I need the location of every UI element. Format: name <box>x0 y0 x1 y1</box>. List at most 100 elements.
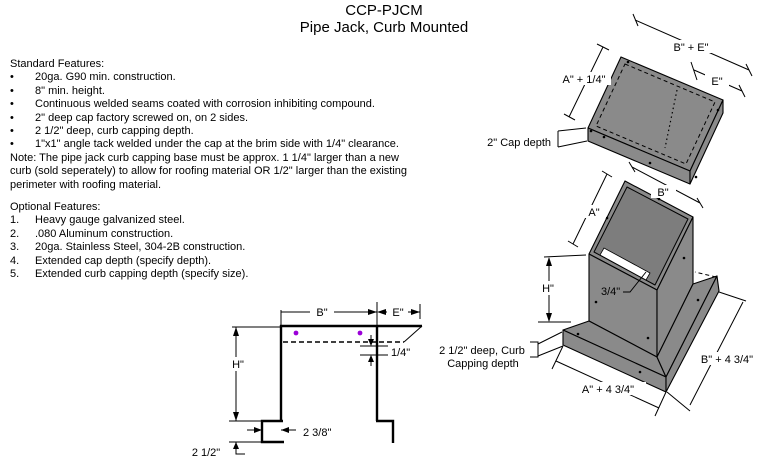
rivet-dot <box>594 300 598 304</box>
feature-text: 20ga. Stainless Steel, 304-2B constructi… <box>35 241 246 254</box>
dim-three-quarter: 3/4" <box>601 271 647 298</box>
feature-text: Extended curb capping depth (specify siz… <box>35 268 249 281</box>
rivet-dot <box>682 256 686 260</box>
section-drawing: B" E" H" <box>192 302 423 459</box>
dim-cap-e: E" <box>690 61 746 98</box>
standard-feature-item: • 2 1/2" deep, curb capping depth. <box>10 125 440 138</box>
dim-a-plus: A" + 4 3/4" <box>551 345 667 417</box>
capping-depth-label-line1: 2 1/2" deep, Curb <box>439 345 525 357</box>
page-subtitle: Pipe Jack, Curb Mounted <box>299 19 469 36</box>
cap-drawing: B" + E" A" + 1/4" E" 2" Cap depth <box>487 13 753 185</box>
rivet-dot <box>626 60 630 64</box>
optional-features-heading: Optional Features: <box>10 201 101 214</box>
item-number: 1. <box>10 214 20 227</box>
rivet-dot <box>589 129 593 133</box>
bullet-glyph: • <box>10 125 14 138</box>
optional-feature-item: 5. Extended curb capping depth (specify s… <box>10 268 440 281</box>
section-brim-diagonal <box>403 325 423 343</box>
base-hidden-edge-dashed <box>694 271 717 278</box>
standard-feature-item: • 2" deep cap factory screwed on, on 2 si… <box>10 112 440 125</box>
feature-text: .080 Aluminum construction. <box>35 227 174 240</box>
page-title: CCP-PJCM <box>345 2 423 19</box>
standard-feature-item: •1"x1" angle tack welded under the cap a… <box>10 138 440 151</box>
rivet-dot <box>605 216 609 220</box>
dim-label-quarter: 1/4" <box>391 347 410 359</box>
dim-label-b: B" <box>316 307 327 319</box>
rivet-dot <box>646 336 650 340</box>
dim-label-a-plus-quarter: A" + 1/4" <box>563 74 606 86</box>
dim-label-h: H" <box>232 359 244 371</box>
item-number: 5. <box>10 268 20 281</box>
bullet-glyph: • <box>10 138 14 151</box>
note-text: Note: The pipe jack curb capping base mu… <box>10 151 408 191</box>
rivet-dot <box>648 161 652 165</box>
standard-features-heading: Standard Features: <box>10 58 105 70</box>
dim-e: E" <box>377 304 421 319</box>
feature-text: Extended cap depth (specify depth). <box>35 254 212 267</box>
optional-features-list: 1. Heavy gauge galvanized steel. 2. .080 A… <box>10 214 440 281</box>
cap-hem-dashed <box>595 63 716 165</box>
dim-label-cap-e: E" <box>711 76 722 88</box>
standard-features-list: • 20ga. G90 min. construction. • 8" min. h… <box>10 71 440 151</box>
dim-b-plus-e: B" + E" <box>632 13 753 77</box>
dim-label-base-h: H" <box>542 283 554 295</box>
standard-feature-item: • 20ga. G90 min. construction. <box>10 71 440 84</box>
base-drawing: B" A" H" 3/4" <box>439 161 766 417</box>
bullet-glyph: • <box>10 84 14 97</box>
cap-depth-label: 2" Cap depth <box>487 137 551 149</box>
section-right-capping-profile <box>376 419 395 443</box>
bullet-glyph: • <box>10 71 14 84</box>
dim-base-h: H" <box>535 254 587 323</box>
base-capping-depth-note: 2 1/2" deep, Curb Capping depth <box>439 331 564 370</box>
dim-label-capping-width: 2 3/8" <box>303 427 331 439</box>
dim-h: H" <box>225 326 280 421</box>
optional-feature-item: 3. 20ga. Stainless Steel, 304-2B construc… <box>10 241 440 254</box>
item-number: 4. <box>10 254 20 267</box>
feature-text: 20ga. G90 min. construction. <box>35 71 176 84</box>
dim-quarter: 1/4" <box>360 335 410 366</box>
cap-seam-dotted <box>664 89 678 149</box>
rivet-dot <box>576 332 580 336</box>
feature-text: Heavy gauge galvanized steel. <box>35 214 185 227</box>
bullet-glyph: • <box>10 98 14 111</box>
dim-label-b-plus: B" + 4 3/4" <box>701 354 753 366</box>
rivet-dot <box>716 108 720 112</box>
rivet-dot <box>694 175 698 179</box>
dim-label-base-b: B" <box>657 187 668 199</box>
standard-feature-item: • 8" min. height. <box>10 85 440 98</box>
cap-depth-note: 2" Cap depth <box>487 127 588 149</box>
bullet-glyph: • <box>10 111 14 124</box>
capping-depth-label-line2: Capping depth <box>447 358 519 370</box>
item-number: 3. <box>10 241 20 254</box>
base-inner-hem-strip <box>599 247 651 281</box>
rivet-dot <box>657 197 661 201</box>
title-block: CCP-PJCM Pipe Jack, Curb Mounted <box>0 2 768 36</box>
screw-dot <box>357 330 363 336</box>
dim-capping-width: 2 3/8" <box>229 420 331 443</box>
dim-b: B" <box>280 302 378 326</box>
rivet-dot <box>638 370 642 374</box>
feature-text: 2" deep cap factory screwed on, on 2 sid… <box>35 111 249 124</box>
cap-right-flange <box>689 99 724 185</box>
features-panel: Standard Features: • 20ga. G90 min. const… <box>10 58 440 282</box>
feature-text: Continuous welded seams coated with corr… <box>35 98 375 111</box>
optional-feature-item: 4. Extended cap depth (specify depth). <box>10 255 440 268</box>
rivet-dot <box>696 298 700 302</box>
rivet-dot <box>602 135 606 139</box>
optional-feature-item: 2. .080 Aluminum construction. <box>10 228 440 241</box>
dim-a-plus-quarter: A" + 1/4" <box>557 43 611 121</box>
screw-dot <box>293 330 299 336</box>
feature-text: 8" min. height. <box>35 84 105 97</box>
dim-label-a-plus: A" + 4 3/4" <box>582 384 634 396</box>
section-left-capping-profile <box>260 419 284 444</box>
dim-base-a: A" <box>567 170 613 248</box>
item-number: 2. <box>10 227 20 240</box>
dim-label-e: E" <box>392 307 403 319</box>
dim-base-b: B" <box>628 161 704 209</box>
standard-feature-item: • Continuous welded seams coated with cor… <box>10 98 440 111</box>
dim-label-b-plus-e: B" + E" <box>673 42 708 54</box>
dim-label-base-a: A" <box>588 207 599 219</box>
dim-capping-depth: 2 1/2" <box>192 442 245 459</box>
feature-text: 2 1/2" deep, curb capping depth. <box>35 125 194 138</box>
